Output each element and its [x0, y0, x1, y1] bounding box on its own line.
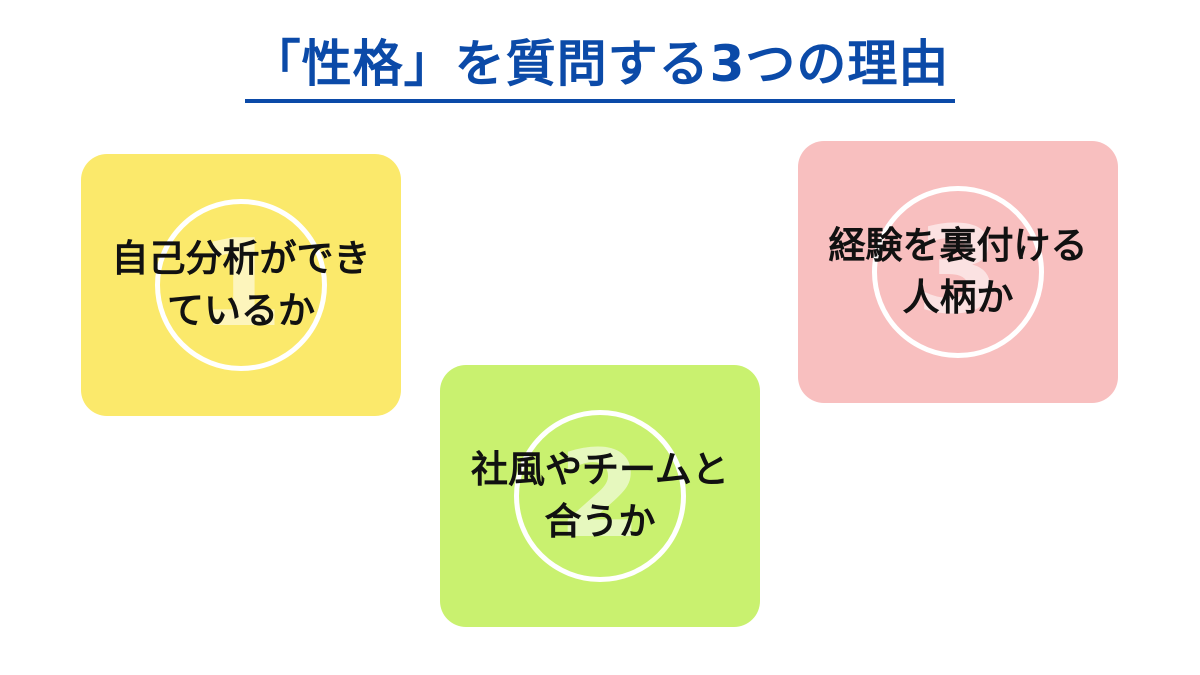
reason-text-3: 経験を裏付ける人柄か [828, 224, 1088, 319]
slide-title: 「性格」を質問する3つの理由 [244, 29, 956, 103]
reason-card-1: 1 自己分析ができているか [81, 154, 401, 416]
reason-text-wrapper-3: 経験を裏付ける人柄か [798, 141, 1118, 403]
reason-card-3: 3 経験を裏付ける人柄か [798, 141, 1118, 403]
number-circle-3 [872, 186, 1044, 358]
reason-card-2: 2 社風やチームと合うか [440, 365, 760, 627]
reason-number-2: 2 [558, 426, 642, 565]
slide-title-wrapper: 「性格」を質問する3つの理由 [0, 28, 1200, 103]
reason-text-wrapper-1: 自己分析ができているか [81, 154, 401, 416]
reason-number-3: 3 [916, 202, 1000, 341]
number-circle-1 [155, 199, 327, 371]
reason-text-2: 社風やチームと合うか [471, 448, 729, 543]
reason-text-wrapper-2: 社風やチームと合うか [440, 365, 760, 627]
number-circle-2 [514, 410, 686, 582]
reason-text-1: 自己分析ができているか [111, 237, 371, 332]
reason-number-1: 1 [199, 215, 283, 354]
